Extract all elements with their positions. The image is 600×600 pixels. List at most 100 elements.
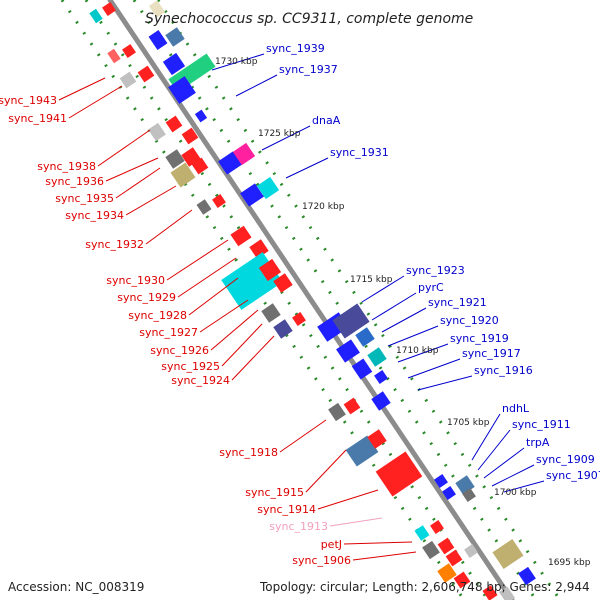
gene-feature-block[interactable] [212, 194, 226, 208]
gene-feature-block[interactable] [445, 549, 463, 567]
gene-labels[interactable]: sync_1943sync_1941sync_1938sync_1936sync… [0, 42, 600, 567]
gene-feature-block[interactable] [462, 488, 476, 502]
gene-feature-block[interactable] [498, 586, 516, 600]
gene-feature-block[interactable] [148, 122, 166, 142]
gene-label-sync_1927[interactable]: sync_1927 [139, 326, 198, 339]
gene-feature-block[interactable] [453, 571, 471, 589]
gene-feature-block[interactable] [170, 162, 196, 188]
gene-label-sync_1935[interactable]: sync_1935 [55, 192, 114, 205]
gene-feature-block[interactable] [343, 397, 361, 415]
gene-feature-block[interactable] [375, 451, 423, 497]
gene-label-petj[interactable]: petJ [321, 538, 342, 551]
scale-label: 1700 kbp [494, 488, 537, 498]
label-leader [387, 325, 439, 347]
gene-feature-block[interactable] [492, 538, 524, 570]
gene-feature-block[interactable] [218, 151, 242, 175]
gene-feature-block[interactable] [181, 127, 199, 145]
gene-feature-block[interactable] [165, 27, 185, 47]
gene-feature-block[interactable] [102, 2, 116, 16]
gene-feature-block[interactable] [355, 327, 375, 347]
gene-label-sync_1932[interactable]: sync_1932 [85, 238, 144, 251]
label-leader [199, 299, 249, 333]
gene-label-sync_1920[interactable]: sync_1920 [440, 314, 499, 327]
gene-feature-block[interactable] [256, 176, 280, 200]
gene-feature-block[interactable] [464, 544, 478, 558]
gene-feature-block[interactable] [240, 183, 264, 207]
label-leader [261, 125, 311, 151]
gene-feature-block[interactable] [374, 370, 388, 384]
gene-label-sync_1919[interactable]: sync_1919 [450, 332, 509, 345]
gene-feature-block[interactable] [165, 115, 183, 133]
gene-label-sync_1918[interactable]: sync_1918 [219, 446, 278, 459]
gene-feature-block[interactable] [230, 225, 252, 247]
gene-feature-block[interactable] [518, 566, 536, 586]
gene-label-sync_1928[interactable]: sync_1928 [128, 309, 187, 322]
gene-feature-block[interactable] [442, 486, 456, 500]
gene-label-sync_1909[interactable]: sync_1909 [536, 453, 595, 466]
gene-feature-block[interactable] [232, 142, 256, 166]
gene-label-sync_1930[interactable]: sync_1930 [106, 274, 165, 287]
label-leader [235, 74, 278, 97]
gene-label-sync_1931[interactable]: sync_1931 [330, 146, 389, 159]
gene-feature-block[interactable] [196, 199, 212, 215]
gene-label-dnaa[interactable]: dnaA [312, 114, 341, 127]
gene-label-pyrc[interactable]: pyrC [418, 281, 444, 294]
gene-label-ndhl[interactable]: ndhL [502, 402, 530, 415]
gene-feature-block[interactable] [332, 303, 370, 339]
gene-label-sync_1929[interactable]: sync_1929 [117, 291, 176, 304]
gene-feature-block[interactable] [328, 402, 346, 422]
gene-feature-block[interactable] [191, 157, 209, 175]
gene-label-sync_1915[interactable]: sync_1915 [245, 486, 304, 499]
gene-feature-block[interactable] [367, 429, 387, 449]
gene-label-sync_1921[interactable]: sync_1921 [428, 296, 487, 309]
gene-label-sync_1934[interactable]: sync_1934 [65, 209, 124, 222]
gene-feature-block[interactable] [162, 52, 186, 76]
gene-feature-block[interactable] [165, 149, 185, 169]
gene-label-sync_1926[interactable]: sync_1926 [150, 344, 209, 357]
gene-feature-block[interactable] [434, 474, 448, 488]
gene-feature-block[interactable] [414, 525, 430, 541]
gene-label-sync_1941[interactable]: sync_1941 [8, 112, 67, 125]
gene-label-sync_1923[interactable]: sync_1923 [406, 264, 465, 277]
gene-label-sync_1911[interactable]: sync_1911 [512, 418, 571, 431]
gene-feature-block[interactable] [122, 44, 136, 58]
gene-feature-block[interactable] [336, 339, 360, 363]
gene-label-sync_1943[interactable]: sync_1943 [0, 94, 57, 107]
gene-feature-block[interactable] [249, 239, 269, 259]
gene-label-sync_1939[interactable]: sync_1939 [266, 42, 325, 55]
gene-feature-block[interactable] [107, 48, 121, 64]
gene-label-sync_1937[interactable]: sync_1937 [279, 63, 338, 76]
gene-label-sync_1906[interactable]: sync_1906 [292, 554, 351, 567]
gene-label-sync_1938[interactable]: sync_1938 [37, 160, 96, 173]
gene-feature-block[interactable] [148, 0, 166, 18]
gene-feature-block[interactable] [168, 76, 196, 104]
gene-feature-block[interactable] [119, 71, 137, 89]
gene-label-sync_1936[interactable]: sync_1936 [45, 175, 104, 188]
gene-feature-block[interactable] [482, 585, 498, 600]
gene-label-sync_1914[interactable]: sync_1914 [257, 503, 316, 516]
gene-feature-block[interactable] [345, 435, 379, 467]
gene-feature-block[interactable] [422, 540, 440, 560]
gene-label-sync_1913[interactable]: sync_1913 [269, 520, 328, 533]
gene-feature-block[interactable] [292, 312, 306, 326]
gene-label-sync_1917[interactable]: sync_1917 [462, 347, 521, 360]
gene-feature-block[interactable] [137, 65, 155, 83]
gene-feature-block[interactable] [261, 303, 281, 323]
gene-label-sync_1925[interactable]: sync_1925 [161, 360, 220, 373]
gene-feature-block[interactable] [367, 347, 387, 367]
gene-feature-block[interactable] [437, 563, 457, 583]
gene-feature-block[interactable] [273, 273, 293, 293]
gene-feature-block[interactable] [148, 30, 168, 50]
gene-label-sync_1907[interactable]: sync_1907 [546, 469, 600, 482]
gene-feature-block[interactable] [437, 537, 455, 555]
gene-label-trpa[interactable]: trpA [526, 436, 550, 449]
gene-label-sync_1924[interactable]: sync_1924 [171, 374, 230, 387]
gene-feature-block[interactable] [194, 109, 208, 123]
gene-feature-block[interactable] [273, 319, 293, 339]
gene-feature-block[interactable] [258, 258, 282, 282]
gene-feature-block[interactable] [430, 520, 444, 534]
gene-feature-block[interactable] [371, 391, 391, 411]
gene-label-sync_1916[interactable]: sync_1916 [474, 364, 533, 377]
gene-feature-block[interactable] [89, 8, 103, 24]
gene-feature-block[interactable] [351, 358, 373, 380]
